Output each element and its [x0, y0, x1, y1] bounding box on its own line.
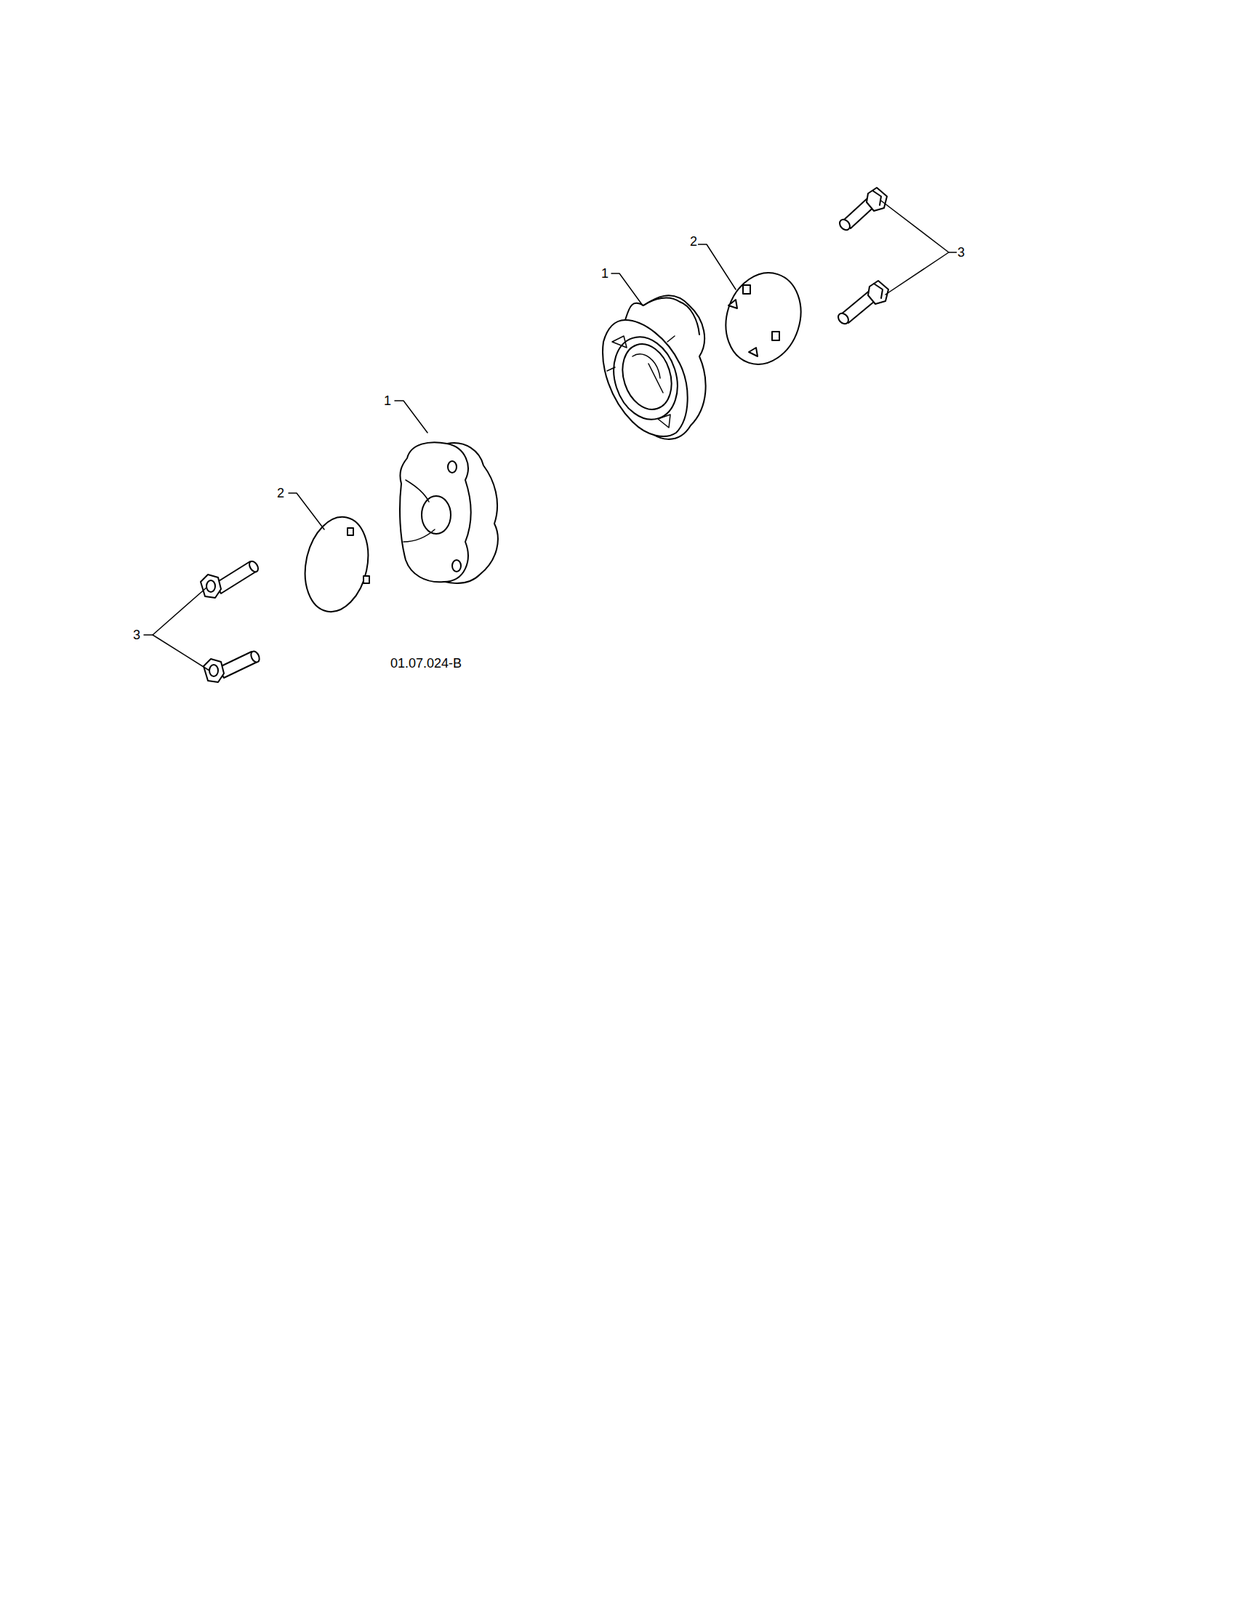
flange-bearing: [399, 442, 498, 584]
leader-line: [143, 200, 958, 671]
figure-code: 01.07.024-B: [389, 655, 463, 671]
callout-number: 1: [600, 266, 610, 281]
callout-number: 3: [956, 245, 966, 260]
bolt: [200, 559, 260, 598]
callout-number: 3: [132, 627, 142, 642]
cap: [296, 511, 377, 618]
callout-number: 1: [383, 393, 392, 408]
callout-number: 2: [689, 234, 698, 249]
bolt: [203, 649, 261, 682]
flange-bearing: [602, 295, 706, 440]
bolt: [836, 280, 889, 326]
callout-number: 2: [276, 485, 285, 501]
bolt: [837, 187, 887, 232]
